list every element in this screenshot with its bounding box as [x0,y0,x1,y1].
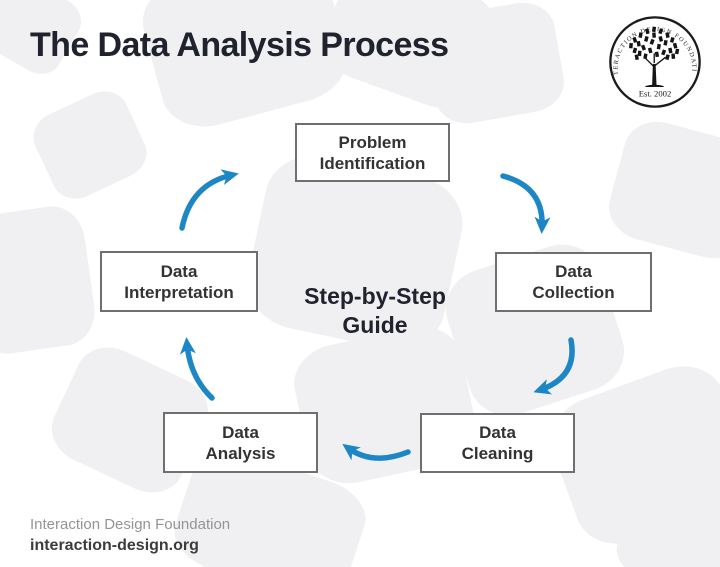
step-label-line: Data [160,261,198,281]
step-box-data-cleaning: Data Cleaning [420,413,575,473]
step-label-line: Problem [338,132,407,152]
arrow-interpretation-to-problem [179,169,239,231]
step-box-data-collection: Data Collection [495,252,652,312]
step-label-line: Collection [532,283,615,302]
idf-logo: INTERACTION DESIGN FOUNDATION [604,9,703,110]
arrow-problem-to-collection [500,173,551,234]
footer-org-name: Interaction Design Foundation [30,516,231,533]
arrow-collection-to-cleaning [533,337,575,395]
page-title: The Data Analysis Process [30,26,449,64]
step-label-line: Data [555,262,592,281]
step-label-line: Identification [319,153,426,173]
footer-url: interaction-design.org [30,537,199,554]
logo-circle [609,16,701,108]
center-subtitle-line: Step-by-Step [304,283,446,309]
center-subtitle: Step-by-Step Guide [255,282,495,340]
step-label-line: Data [222,422,259,442]
idf-logo-badge: INTERACTION DESIGN FOUNDATION [604,9,701,108]
arrow-analysis-to-interpretation [179,337,215,401]
footer: Interaction Design Foundation interactio… [30,515,230,556]
tree-icon [629,26,680,87]
step-label-line: Analysis [205,443,276,463]
arrow-cleaning-to-analysis [342,443,411,461]
step-label-line: Data [479,423,516,442]
step-box-data-analysis: Data Analysis [163,412,318,473]
step-label-line: Interpretation [124,282,234,302]
step-box-data-interpretation: Data Interpretation [100,251,258,312]
step-box-problem-identification: Problem Identification [295,123,450,182]
tree-foliage [629,26,680,61]
center-subtitle-line: Guide [342,312,408,338]
step-label-line: Cleaning [461,444,534,463]
logo-est-text: Est. 2002 [639,89,672,99]
